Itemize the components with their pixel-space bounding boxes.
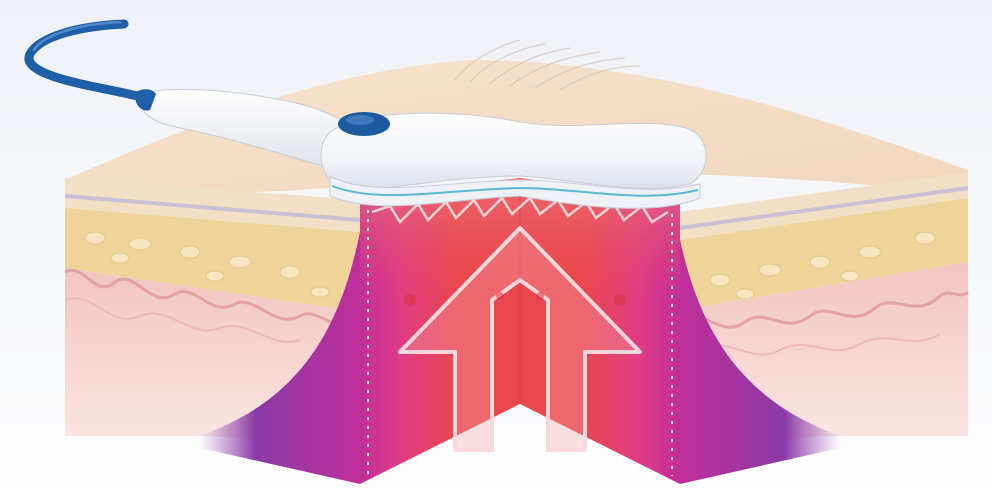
bottom-margin [0,484,992,504]
handpiece-button-highlight [346,115,374,125]
